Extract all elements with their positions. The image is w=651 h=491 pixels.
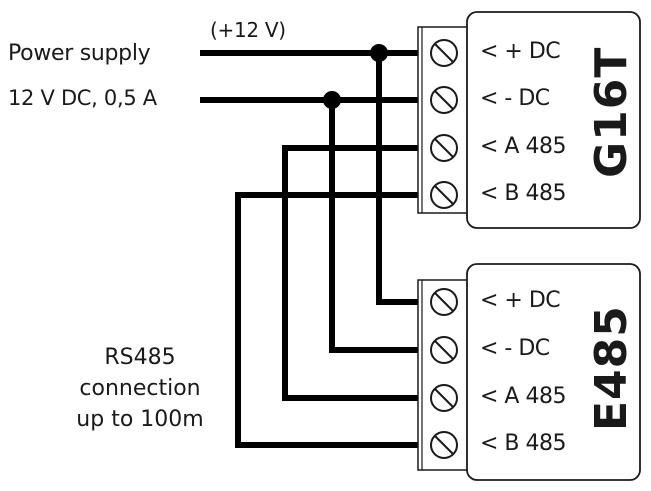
wire-b485 — [235, 192, 420, 448]
e485-screws — [430, 288, 458, 459]
e485-terminal-minus-dc: < - DC — [480, 336, 550, 361]
power-supply-rating: 12 V DC, 0,5 A — [8, 86, 157, 110]
junction-plus-dc — [370, 44, 388, 62]
wire-plus-dc-e485 — [376, 53, 420, 305]
module-g16t — [417, 11, 641, 229]
screw-icon — [430, 39, 458, 67]
g16t-terminal-a485: < A 485 — [480, 134, 566, 159]
screw-icon — [430, 336, 458, 364]
g16t-terminal-block — [417, 26, 469, 214]
screw-icon — [430, 431, 458, 459]
rs485-note-line1: RS485 — [104, 345, 176, 370]
g16t-terminal-plus-dc: < + DC — [480, 39, 561, 64]
e485-terminal-a485: < A 485 — [480, 384, 566, 409]
g16t-screws — [430, 39, 458, 209]
junction-minus-dc — [323, 91, 341, 109]
module-e485 — [417, 263, 641, 481]
screw-icon — [430, 86, 458, 114]
e485-body — [466, 263, 641, 481]
g16t-device-name: G16T — [586, 46, 637, 178]
wire-a485 — [282, 145, 420, 401]
rs485-note-line2: connection — [79, 376, 201, 401]
g16t-terminal-b485: < B 485 — [480, 181, 567, 206]
e485-device-name: E485 — [586, 305, 637, 431]
screw-icon — [430, 288, 458, 316]
screw-icon — [430, 384, 458, 412]
rs485-note: RS485 connection up to 100m — [55, 342, 225, 435]
e485-terminal-block — [417, 279, 469, 471]
g16t-body — [466, 11, 641, 229]
wire-minus-dc-e485 — [329, 100, 420, 353]
e485-terminal-plus-dc: < + DC — [480, 288, 561, 313]
voltage-tag: (+12 V) — [210, 18, 286, 42]
rs485-note-line3: up to 100m — [76, 407, 204, 432]
e485-terminal-b485: < B 485 — [480, 431, 567, 456]
g16t-terminal-minus-dc: < - DC — [480, 86, 550, 111]
screw-icon — [430, 181, 458, 209]
power-supply-label: Power supply — [8, 41, 151, 66]
screw-icon — [430, 134, 458, 162]
